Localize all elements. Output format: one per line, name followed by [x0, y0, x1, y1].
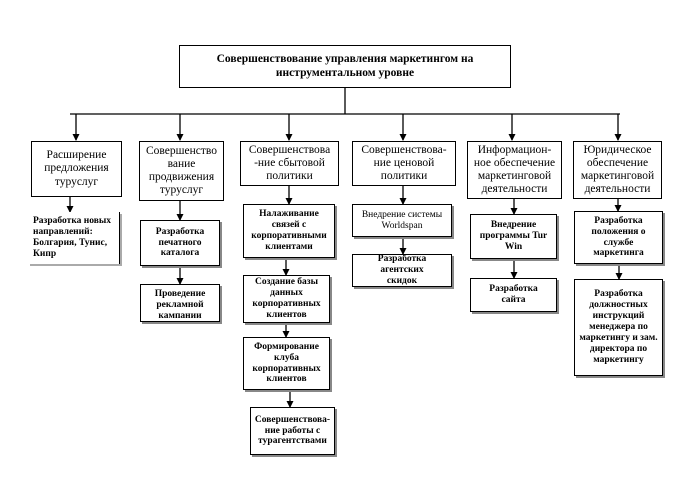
item-ad-campaign: Проведение рекламной кампании — [140, 284, 220, 322]
item-agent-discounts: Разработка агентских скидок — [352, 254, 452, 287]
item-travel-agencies: Совершенствова- ние работы с турагентств… — [250, 407, 335, 455]
item-website: Разработка сайта — [470, 278, 557, 312]
branch-box-6: Юридическое обеспечение маркетинговой де… — [573, 141, 662, 199]
item-turwin: Внедрение программы Tur Win — [470, 214, 557, 259]
branch-box-3: Совершенствова -ние сбытовой политики — [240, 141, 339, 186]
item-marketing-regulation: Разработка положения о службе маркетинга — [574, 211, 663, 264]
branch-box-1: Расширение предложения туруслуг — [31, 141, 122, 197]
item-new-directions: Разработка новых направлений: Болгария, … — [28, 212, 120, 264]
item-corporate-relations: Налаживание связей с корпоративными клие… — [243, 204, 335, 258]
item-print-catalog: Разработка печатного каталога — [140, 220, 220, 266]
top-box-title: Совершенствование управления маркетингом… — [179, 45, 511, 88]
branch-box-2: Совершенство вание продвижения туруслуг — [139, 141, 224, 201]
item-client-database: Создание базы данных корпоративных клиен… — [243, 275, 330, 323]
branch-box-4: Совершенствова- ние ценовой политики — [352, 141, 456, 186]
branch-box-5: Информацион- ное обеспечение маркетингов… — [467, 141, 562, 199]
item-worldspan: Внедрение системы Worldspan — [352, 204, 452, 237]
item-job-instructions: Разработка должностных инструкций менедж… — [574, 279, 663, 376]
item-client-club: Формирование клуба корпоративных клиенто… — [243, 337, 330, 390]
